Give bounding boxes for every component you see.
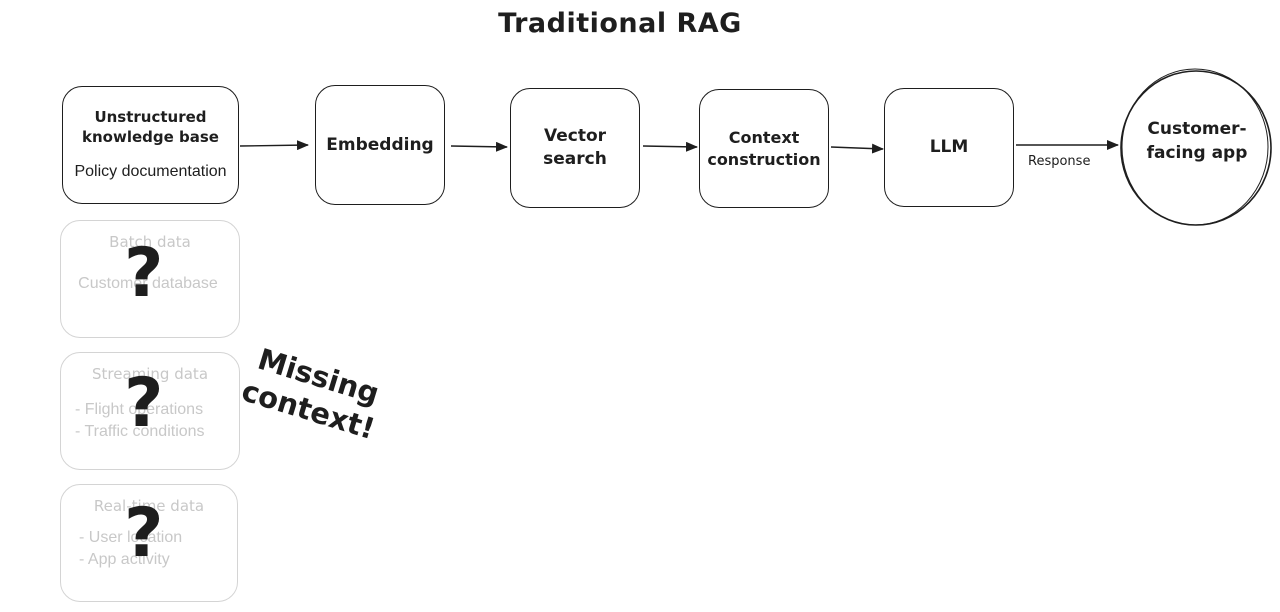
arrow-embedding-to-vector-search <box>450 141 508 152</box>
streaming-data-line-1: - Flight operations <box>75 401 204 418</box>
missing-source-batch-data: Batch data Customer database <box>60 220 240 338</box>
node-customer-facing-app: Customer- facing app <box>1124 118 1270 166</box>
node-context-construction: Context construction <box>699 89 829 208</box>
source-title-line2: knowledge base <box>82 128 219 147</box>
real-time-data-line-1: - User location <box>79 529 183 546</box>
arrow-context-to-llm <box>830 143 884 154</box>
arrow-vector-search-to-context <box>642 141 698 152</box>
response-label: Response <box>1028 154 1091 169</box>
real-time-data-line-2: - App activity <box>79 551 170 568</box>
real-time-data-heading: Real-time data <box>93 497 205 515</box>
batch-data-heading: Batch data <box>109 233 191 251</box>
context-line1: Context <box>728 127 800 147</box>
node-vector-search: Vector search <box>510 88 640 208</box>
vector-search-line2: search <box>543 149 607 169</box>
app-line2: facing app <box>1146 142 1248 163</box>
missing-source-real-time-data: Real-time data - User location - App act… <box>60 484 238 602</box>
diagram-title: Traditional RAG <box>498 8 742 39</box>
question-mark-real-time: ? <box>124 494 164 573</box>
node-llm: LLM <box>884 88 1014 207</box>
question-mark-batch: ? <box>124 234 164 313</box>
streaming-data-heading: Streaming data <box>91 365 209 383</box>
missing-source-streaming-data: Streaming data - Flight operations - Tra… <box>60 352 240 470</box>
context-line2: construction <box>707 149 821 169</box>
batch-data-line: Customer database <box>78 275 218 292</box>
question-mark-streaming: ? <box>124 364 164 443</box>
node-unstructured-knowledge-base: Unstructured knowledge base Policy docum… <box>62 86 239 204</box>
app-line1: Customer- <box>1147 119 1247 139</box>
vector-search-line1: Vector <box>543 126 607 147</box>
streaming-data-line-2: - Traffic conditions <box>75 423 205 440</box>
node-embedding: Embedding <box>315 85 445 205</box>
embedding-label: Embedding <box>326 134 434 155</box>
llm-label: LLM <box>929 137 969 158</box>
arrow-source-to-embedding <box>239 140 309 151</box>
source-subtitle: Policy documentation <box>74 163 227 181</box>
source-title-line1: Unstructured <box>94 107 207 126</box>
